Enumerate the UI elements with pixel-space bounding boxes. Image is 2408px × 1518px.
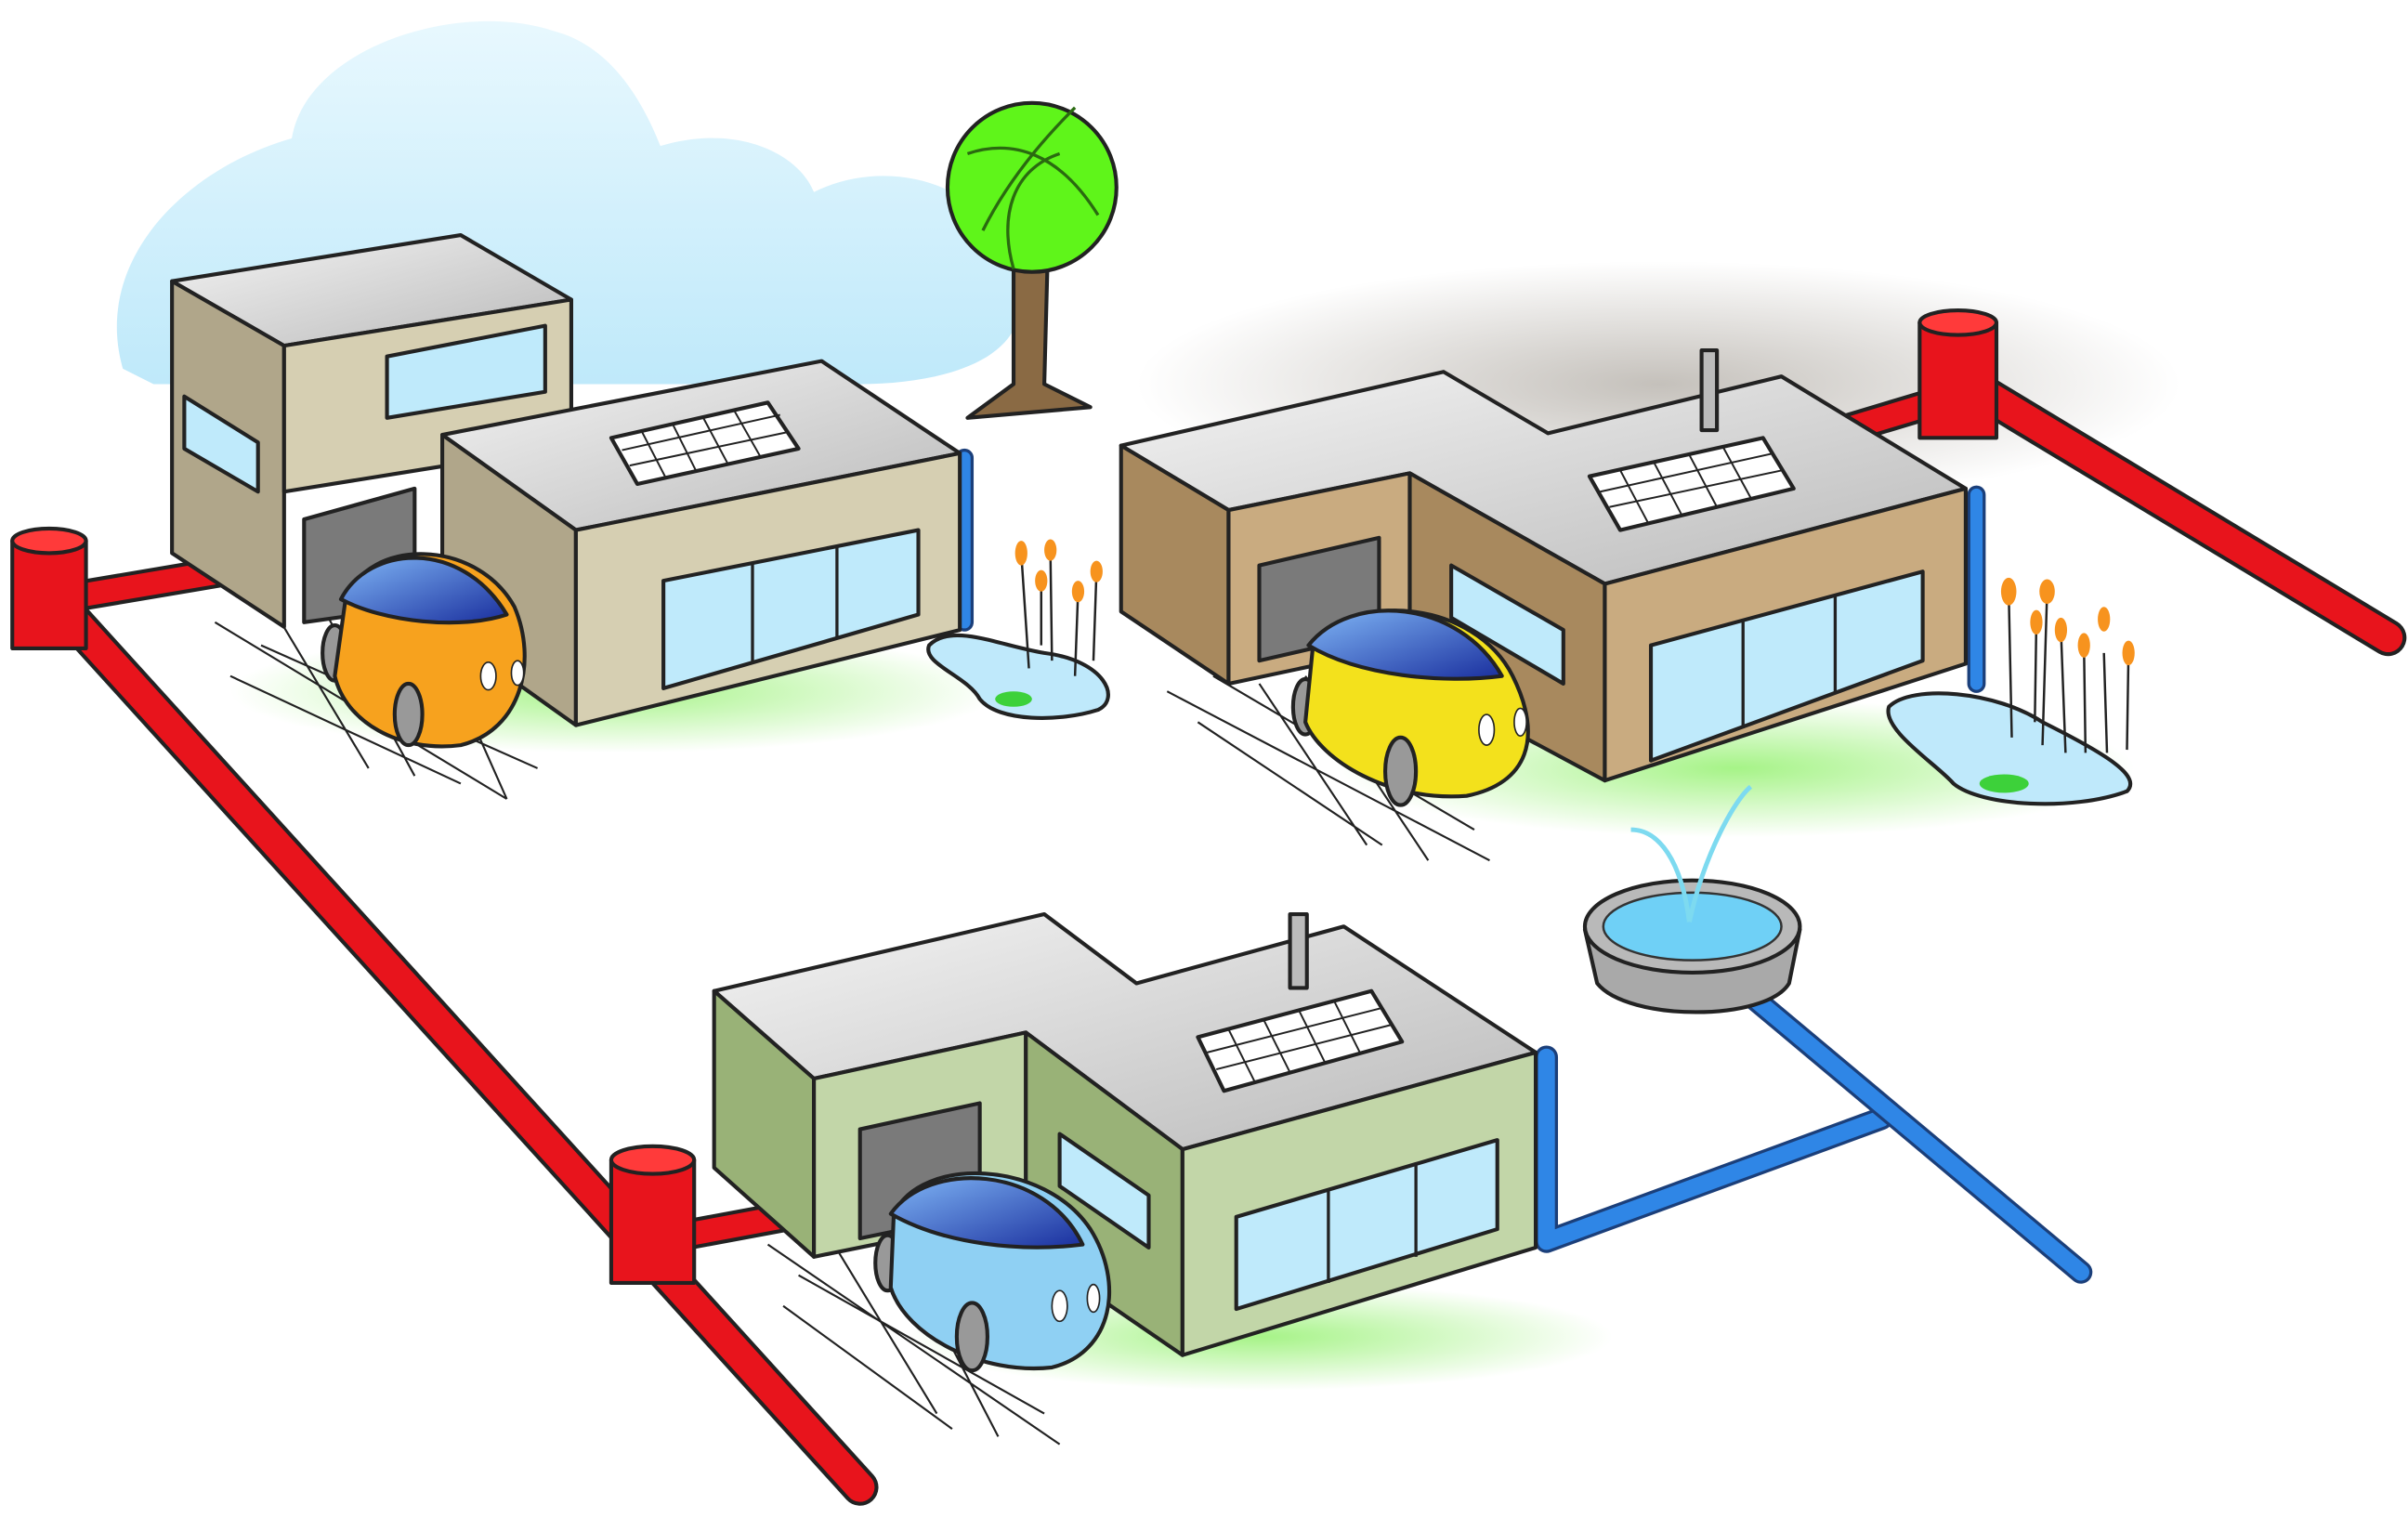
car-orange — [321, 552, 527, 749]
house-tan — [1119, 348, 1968, 783]
solar-panel — [1587, 436, 1796, 532]
rain-barrel — [1917, 308, 1999, 440]
solar-panel — [609, 400, 801, 487]
rain-barrel — [10, 526, 88, 650]
house-beige — [170, 232, 962, 727]
pond — [926, 539, 1110, 720]
pond — [1886, 577, 2135, 806]
car-blue — [873, 1171, 1111, 1373]
car-yellow — [1290, 609, 1530, 807]
fountain-basin — [1582, 784, 1802, 1014]
solar-panel — [1196, 988, 1405, 1093]
drainage-pipe-network — [955, 448, 2093, 1284]
rain-barrel — [609, 1144, 697, 1286]
tree — [945, 100, 1119, 420]
